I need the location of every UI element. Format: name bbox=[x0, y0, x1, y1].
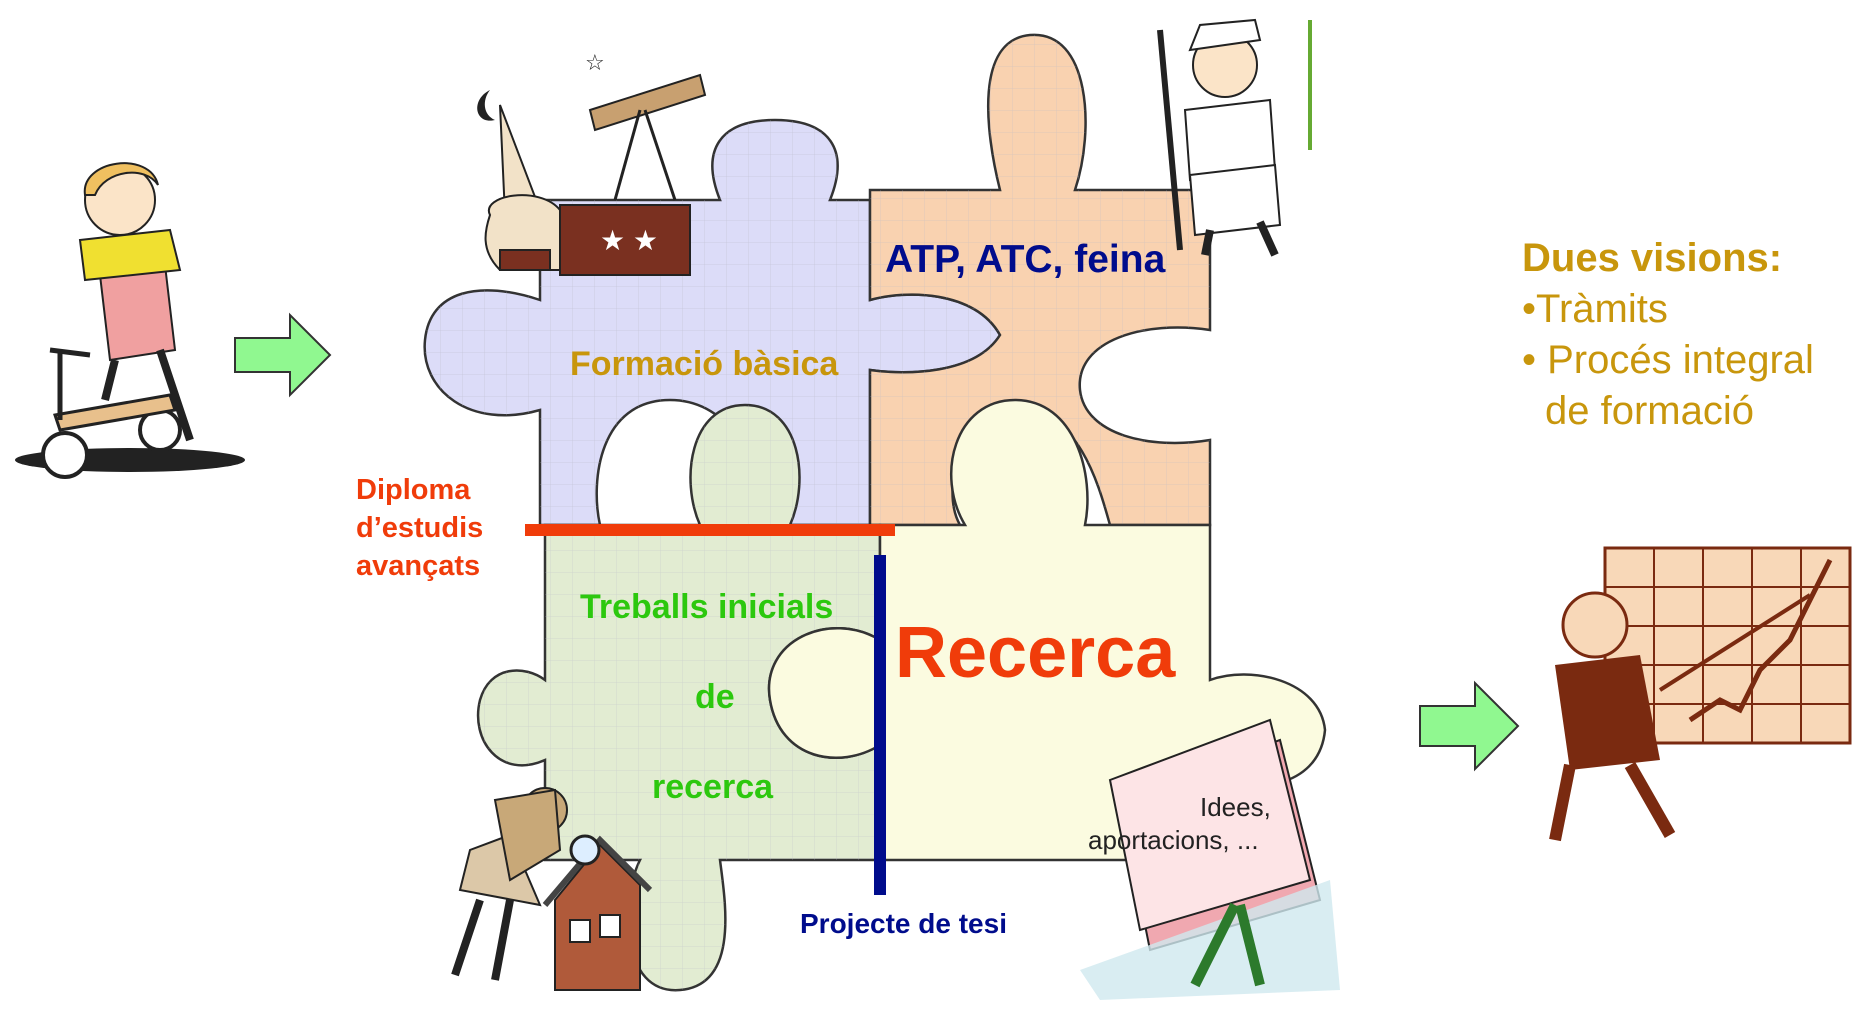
child-on-scooter-icon bbox=[15, 162, 245, 479]
astronomer-icon: ★ ★ ☆ bbox=[477, 50, 707, 276]
puzzle-piece-atp bbox=[868, 33, 1212, 527]
label-diploma-line3: avançats bbox=[356, 550, 481, 582]
label-treballs-line3: recerca bbox=[652, 768, 774, 806]
label-aportacions: aportacions, ... bbox=[1088, 825, 1259, 855]
label-diploma-line1: Diploma bbox=[356, 474, 471, 506]
label-treballs-line2: de bbox=[695, 678, 735, 716]
puzzle-piece-recerca bbox=[767, 398, 1327, 862]
visions-title: Dues visions: bbox=[1522, 236, 1783, 280]
label-recerca: Recerca bbox=[895, 613, 1176, 693]
detective-icon bbox=[451, 787, 653, 991]
label-formacio-basica: Formació bàsica bbox=[570, 345, 839, 383]
presenter-chart-icon bbox=[1549, 546, 1852, 842]
svg-text:☆: ☆ bbox=[585, 50, 605, 75]
label-atp-atc-feina: ATP, ATC, feina bbox=[885, 238, 1166, 281]
label-idees: Idees, bbox=[1200, 792, 1271, 822]
visions-item-tramits: •Tràmits bbox=[1522, 287, 1668, 331]
arrow-right-icon bbox=[1419, 680, 1520, 772]
label-diploma-line2: d’estudis bbox=[356, 512, 484, 544]
arrow-right-icon bbox=[234, 312, 332, 398]
label-projecte-de-tesi: Projecte de tesi bbox=[800, 908, 1007, 939]
svg-text:★ ★: ★ ★ bbox=[600, 225, 658, 256]
papers-icon bbox=[1080, 718, 1340, 1000]
visions-item-proces: • Procés integral bbox=[1522, 338, 1814, 382]
label-treballs-line1: Treballs inicials bbox=[580, 588, 834, 626]
hunter-icon bbox=[1157, 18, 1312, 257]
visions-item-proces-cont: de formació bbox=[1545, 389, 1754, 433]
